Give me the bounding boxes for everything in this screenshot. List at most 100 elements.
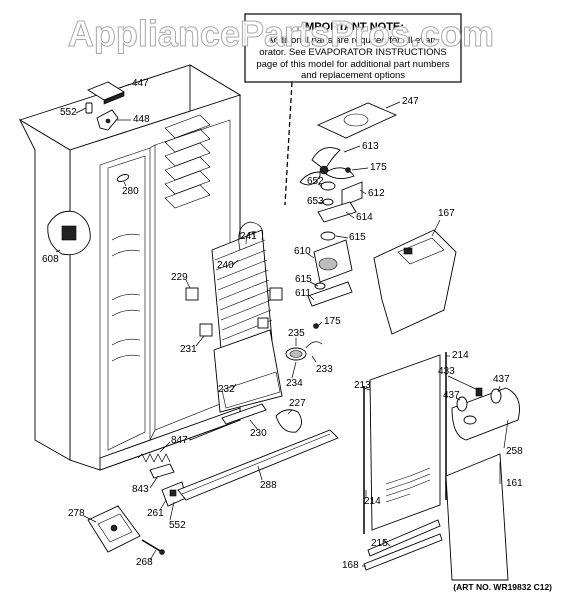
part-652 <box>320 181 336 191</box>
callout-leader-233 <box>311 355 317 363</box>
part-288-channel <box>177 429 339 501</box>
part-167-cover <box>373 229 457 335</box>
part-653 <box>322 198 334 206</box>
part-161-plate <box>445 453 509 581</box>
callout-label-241: 241 <box>240 231 257 242</box>
callout-label-447: 447 <box>132 78 149 89</box>
part-175-screw <box>313 167 351 329</box>
art-number: (ART NO. WR19832 C12) <box>453 582 552 592</box>
callout-leader-230 <box>249 419 259 431</box>
callout-leader-614 <box>345 211 355 219</box>
note-line-1: Additional parts are required for all ev… <box>267 35 439 46</box>
part-447-hinge <box>87 81 125 105</box>
callout-leader-610 <box>307 253 315 259</box>
callout-label-167: 167 <box>438 208 455 219</box>
callout-label-235: 235 <box>288 328 305 339</box>
callout-leader-247 <box>385 101 401 109</box>
callout-label-268: 268 <box>136 557 153 568</box>
callout-leader-437 <box>497 385 501 393</box>
callout-leader-288 <box>257 465 263 481</box>
callout-label-227: 227 <box>289 398 306 409</box>
callout-label-610: 610 <box>294 246 311 257</box>
callout-label-552: 552 <box>60 107 77 118</box>
callout-leader-608 <box>55 249 61 253</box>
part-278-bracket <box>87 505 141 553</box>
part-227 <box>275 409 302 433</box>
callout-label-611: 611 <box>295 288 311 299</box>
callout-label-433: 433 <box>438 366 455 377</box>
callout-leader-215 <box>383 539 391 547</box>
callout-label-614: 614 <box>356 212 373 223</box>
important-note-box: IMPORTANT NOTE: Additional parts are req… <box>244 13 462 83</box>
part-258-light-housing <box>451 387 520 441</box>
part-608 <box>47 210 91 256</box>
part-614 <box>317 201 357 223</box>
callout-leader-433 <box>447 375 479 391</box>
callout-leader-615 <box>335 235 349 239</box>
note-title: IMPORTANT NOTE: <box>302 21 404 33</box>
callout-label-175: 175 <box>370 162 387 173</box>
callout-leader-227 <box>287 409 293 415</box>
callout-label-232: 232 <box>218 384 235 395</box>
callout-label-608: 608 <box>42 254 59 265</box>
callout-label-258: 258 <box>506 446 523 457</box>
callout-label-615: 615 <box>349 232 366 243</box>
part-213-panel <box>369 354 441 531</box>
part-214-strip <box>363 352 447 534</box>
part-611-bracket <box>307 281 353 307</box>
callout-leader-175 <box>317 321 323 327</box>
callout-leader-552 <box>75 107 87 114</box>
callout-leader-447 <box>119 83 131 89</box>
callout-label-230: 230 <box>250 428 267 439</box>
callout-label-240: 240 <box>217 260 234 271</box>
part-230-heater <box>221 403 267 425</box>
callout-label-653: 653 <box>307 196 324 207</box>
callout-label-229: 229 <box>171 272 188 283</box>
note-line-2: orator. See EVAPORATOR INSTRUCTIONS <box>259 47 446 58</box>
callout-label-437: 437 <box>493 374 510 385</box>
part-247-bracket <box>316 102 398 139</box>
part-552-448 <box>85 102 119 131</box>
callout-leader-653 <box>317 201 325 204</box>
callout-leader-167 <box>431 219 441 237</box>
callout-label-847: 847 <box>171 435 188 446</box>
callout-label-234: 234 <box>286 378 303 389</box>
callout-label-247: 247 <box>402 96 419 107</box>
callout-leader-258 <box>503 419 509 449</box>
cabinet-case <box>18 64 242 471</box>
part-612-bracket <box>341 181 363 207</box>
part-215-rail <box>367 519 441 557</box>
note-line-4: and replacement options <box>301 70 405 81</box>
callout-leader-241 <box>251 231 256 238</box>
callout-label-168: 168 <box>342 560 359 571</box>
part-231 <box>199 317 269 337</box>
callout-label-213: 213 <box>354 380 371 391</box>
callout-label-437: 437 <box>443 390 460 401</box>
callout-label-843: 843 <box>132 484 149 495</box>
callout-label-615: 615 <box>295 274 312 285</box>
part-615-grommet <box>314 231 336 290</box>
callout-leader-613 <box>343 145 361 153</box>
note-line-3: page of this model for additional part n… <box>256 59 450 70</box>
callout-leader-234 <box>291 361 297 379</box>
callout-label-214: 214 <box>364 496 381 507</box>
callout-label-215: 215 <box>371 538 388 549</box>
callout-leader-213 <box>363 387 371 391</box>
part-235-234-233 <box>285 341 323 361</box>
part-610-motor <box>313 239 353 283</box>
callout-leader-175 <box>351 167 369 171</box>
callout-leader-268 <box>149 549 157 561</box>
callout-label-231: 231 <box>180 344 197 355</box>
part-268-screw <box>141 539 165 555</box>
callout-label-612: 612 <box>368 188 385 199</box>
part-843 <box>149 463 175 479</box>
callout-leader-847 <box>159 441 171 453</box>
callouts: 4475524482806082412402292312322302278478… <box>42 78 523 571</box>
callout-label-448: 448 <box>133 114 150 125</box>
callout-leader-437 <box>455 397 461 401</box>
part-168-rail <box>363 533 443 571</box>
part-437-bulb <box>456 388 502 412</box>
callout-leader-612 <box>359 189 367 195</box>
